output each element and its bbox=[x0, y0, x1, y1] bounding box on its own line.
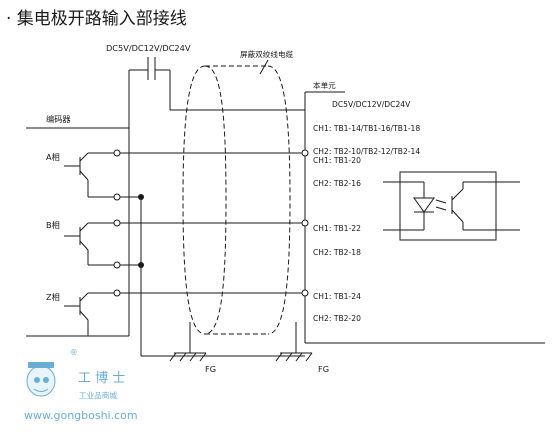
unit-supply-label: DC5V/DC12V/DC24V bbox=[332, 100, 411, 109]
junction-dot bbox=[138, 262, 144, 268]
cable-label: 屏蔽双绞线电缆 bbox=[240, 49, 294, 59]
encoder-label: 编码器 bbox=[46, 114, 71, 124]
terminal-label: CH2: TB2-10/TB2-12/TB2-14 bbox=[313, 147, 420, 156]
unit-label: 本单元 bbox=[313, 80, 336, 90]
junction-dot bbox=[138, 194, 144, 200]
ground-icon bbox=[169, 322, 207, 362]
terminal-label: CH2: TB2-16 bbox=[313, 179, 361, 188]
terminal-label: CH1: TB1-22 bbox=[313, 224, 361, 233]
capacitor-icon bbox=[147, 57, 156, 80]
brand-subtitle: 工业品商城 bbox=[79, 390, 117, 400]
terminal-label: CH2: TB2-20 bbox=[313, 314, 361, 323]
optocoupler-icon bbox=[383, 171, 520, 241]
website-url: www.gongboshi.com bbox=[24, 409, 138, 422]
terminal-label: CH1: TB1-24 bbox=[313, 292, 361, 301]
watermark: ® 工 博 士 工业品商城 www.gongboshi.com bbox=[24, 348, 138, 422]
cable-label-pointer bbox=[259, 59, 269, 75]
phase-a-emitter-terminal bbox=[113, 193, 121, 201]
fg-label-left: FG bbox=[205, 364, 216, 374]
unit-terminal-z bbox=[301, 289, 309, 297]
terminal-label: CH1: TB1-14/TB1-16/TB1-18 bbox=[313, 124, 420, 133]
terminal-label: CH2: TB2-18 bbox=[313, 248, 361, 257]
supply-label: DC5V/DC12V/DC24V bbox=[106, 43, 191, 53]
unit-terminal-a bbox=[301, 149, 309, 157]
terminal-label: CH1: TB1-20 bbox=[313, 156, 361, 165]
fg-label-right: FG bbox=[318, 364, 329, 374]
phase-a-label: A相 bbox=[46, 152, 60, 162]
phase-b-label: B相 bbox=[46, 220, 60, 230]
phase-a-collector-terminal bbox=[113, 149, 121, 157]
ground-icon bbox=[275, 322, 313, 362]
phase-b-emitter-terminal bbox=[113, 261, 121, 269]
shielded-cable bbox=[182, 65, 291, 335]
brand-text: 工 博 士 bbox=[78, 371, 125, 386]
transistor-icon bbox=[64, 292, 117, 336]
mascot-logo-icon bbox=[26, 362, 56, 397]
phase-b-collector-terminal bbox=[113, 219, 121, 227]
registered-mark: ® bbox=[70, 348, 78, 357]
unit-terminal-b bbox=[301, 219, 309, 227]
phase-z-label: Z相 bbox=[46, 292, 60, 302]
page-title: · 集电极开路输入部接线 bbox=[6, 9, 187, 29]
phase-z-collector-terminal bbox=[113, 289, 121, 297]
